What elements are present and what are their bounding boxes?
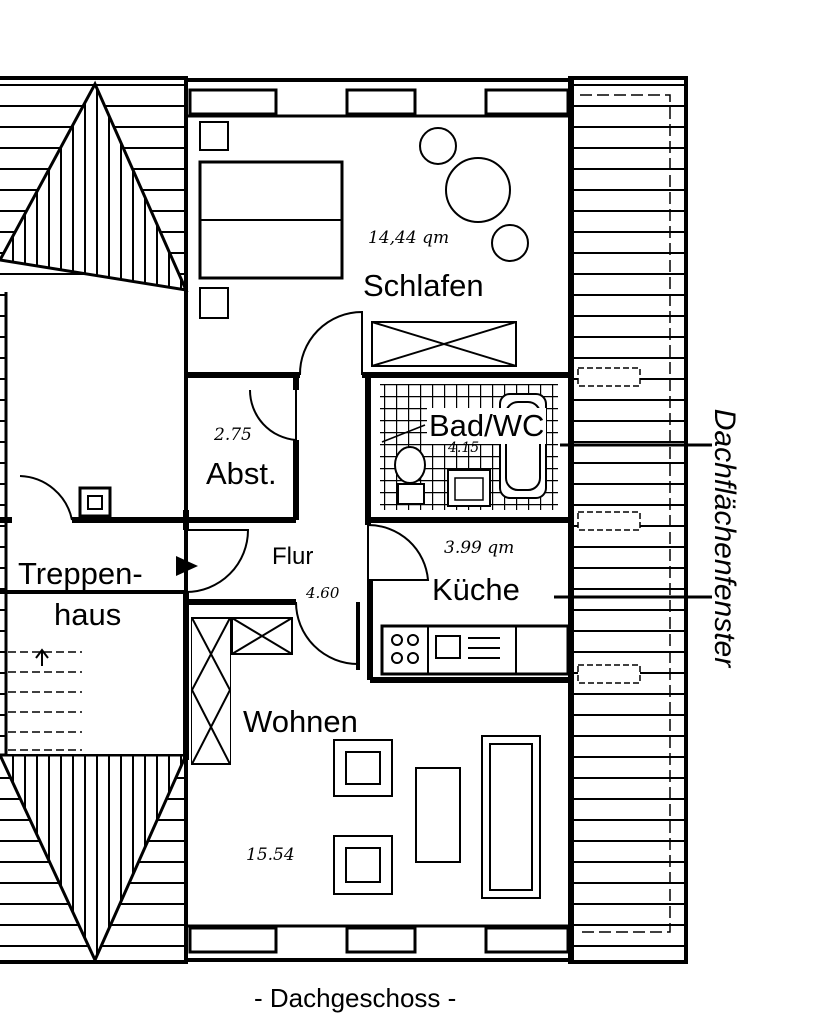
area-schlafen: 14,44 qm (368, 228, 450, 248)
area-flur: 4.60 (306, 584, 340, 602)
roof-window-leader-lines (554, 443, 712, 599)
area-bad: 4.15 (448, 440, 480, 456)
living-room-furniture (190, 617, 541, 899)
room-label-bad: Bad/WC (427, 408, 547, 444)
area-abst: 2.75 (214, 425, 252, 445)
staircase (8, 475, 112, 751)
roof-window-label: Dachflächenfenster (708, 408, 741, 668)
area-wohnen: 15.54 (246, 845, 295, 865)
kitchen-counter (380, 624, 570, 676)
area-kueche: 3.99 qm (444, 538, 515, 558)
roof-window-label-container: Dachflächenfenster (702, 378, 746, 698)
room-label-abst: Abst. (206, 456, 277, 491)
right-roof-slope (568, 76, 688, 964)
room-label-treppenhaus-line1: Treppen- (18, 556, 143, 591)
windows (188, 88, 570, 954)
entrance-arrow-icon (176, 556, 198, 576)
room-label-flur: Flur (272, 543, 314, 570)
room-label-treppenhaus-line2: haus (54, 597, 122, 632)
room-label-kueche: Küche (432, 572, 520, 607)
interior-walls (0, 372, 572, 760)
bedroom-furniture (198, 121, 529, 367)
room-label-schlafen: Schlafen (363, 268, 484, 303)
plan-caption: - Dachgeschoss - (254, 983, 457, 1013)
doors (185, 310, 430, 670)
room-label-wohnen: Wohnen (243, 704, 358, 739)
